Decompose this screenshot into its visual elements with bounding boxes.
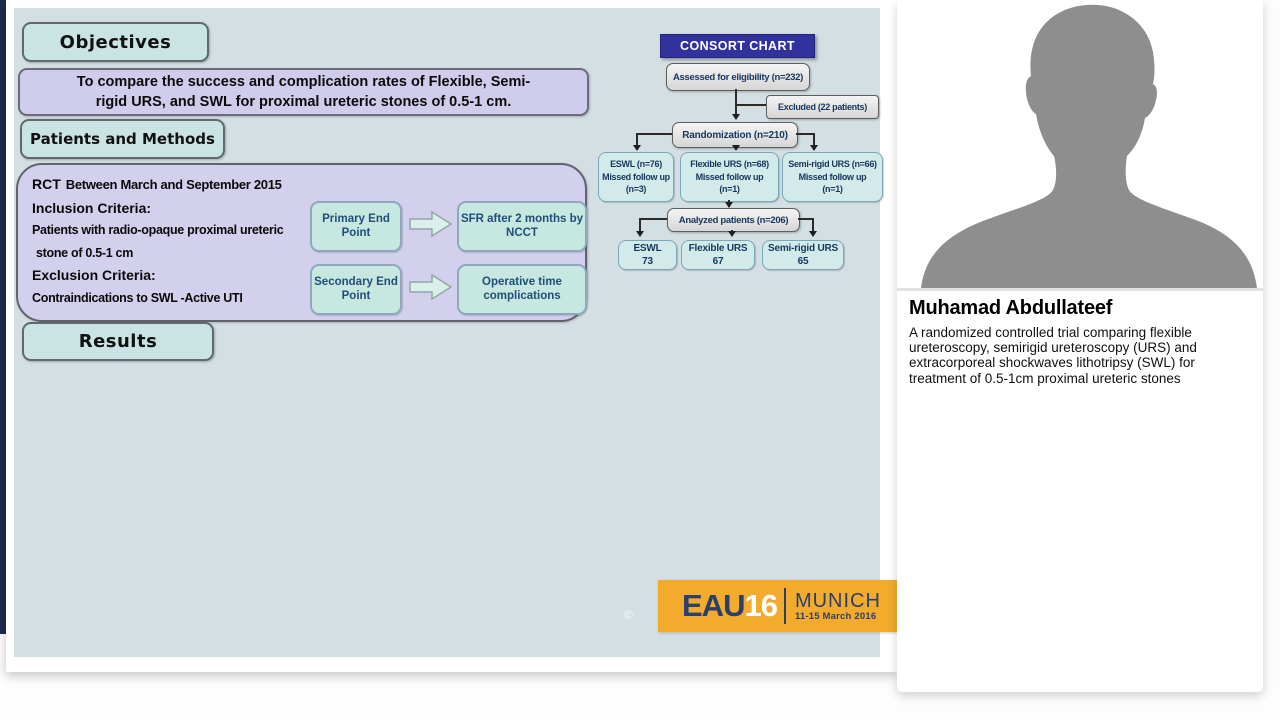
person-silhouette-icon (921, 4, 1257, 288)
consort-arm-flexible-urs: Flexible URS (n=68) Missed follow up (n=… (680, 152, 779, 202)
rct-line: RCT Between March and September 2015 (32, 173, 283, 197)
flow-connector (640, 218, 667, 220)
block-arrow-icon (409, 274, 452, 300)
secondary-endpoint-box: Secondary End Point (310, 264, 402, 315)
eau-dates-text: 11-15 March 2016 (794, 610, 877, 622)
left-accent-strip (0, 0, 6, 634)
logo-city-block: MUNICH 11-15 March 2016 (795, 591, 881, 622)
rct-text: Between March and September 2015 (65, 177, 282, 192)
secondary-outcome-box: Operative time complications (457, 264, 587, 315)
flow-connector (637, 133, 672, 135)
patients-methods-label: Patients and Methods (30, 130, 215, 148)
final-eswl-box: ESWL 73 (618, 240, 677, 270)
primary-outcome-box: SFR after 2 months by NCCT (457, 201, 587, 252)
flow-connector (813, 133, 815, 147)
speaker-avatar (897, 0, 1263, 291)
objectives-header: Objectives (22, 22, 209, 62)
arm-line: (n=1) (719, 184, 740, 195)
flow-connector (796, 133, 814, 135)
final-semirigid-urs-box: Semi-rigid URS 65 (762, 240, 844, 270)
secondary-outcome-label: Operative time complications (482, 276, 562, 302)
final-name: ESWL (633, 243, 662, 254)
flow-connector (639, 218, 641, 233)
arm-line: (n=3) (625, 184, 647, 195)
copyright-watermark: © (624, 608, 633, 622)
eau-brand-text: EAU (682, 588, 745, 623)
flow-connector (812, 218, 814, 233)
logo-divider (783, 588, 786, 624)
consort-chart-title: CONSORT CHART (660, 34, 815, 58)
eau-year-text: 16 (744, 588, 777, 623)
eau-city-text: MUNICH (794, 589, 881, 612)
speaker-name: Muhamad Abdullateef (909, 297, 1113, 319)
assessed-label: Assessed for eligibility (n=232) (672, 71, 804, 83)
flow-connector (636, 133, 638, 147)
flow-connector (737, 104, 766, 106)
primary-endpoint-box: Primary End Point (310, 201, 402, 252)
final-flexible-urs-box: Flexible URS 67 (681, 240, 755, 270)
consort-arm-semirigid-urs: Semi-rigid URS (n=66) Missed follow up (… (782, 152, 883, 202)
arm-line: Missed follow up (798, 171, 867, 182)
flow-connector (735, 89, 737, 116)
arm-line: Missed follow up (602, 171, 670, 182)
slide-viewer: Objectives To compare the success and co… (6, 0, 907, 672)
rct-label: RCT (32, 176, 61, 192)
results-label: Results (78, 331, 158, 352)
objective-line1: To compare the success and complication … (76, 74, 531, 90)
flow-arrow (636, 231, 644, 237)
final-count: 73 (642, 256, 653, 267)
exclusion-label: Exclusion Criteria: (32, 267, 156, 284)
final-name: Semi-rigid URS (768, 243, 838, 254)
consort-arm-eswl: ESWL (n=76) Missed follow up (n=3) (598, 152, 674, 202)
consort-excluded-box: Excluded (22 patients) (766, 95, 879, 119)
results-header: Results (22, 322, 214, 361)
block-arrow-icon (409, 211, 452, 237)
methods-text: RCT Between March and September 2015 Incl… (32, 173, 284, 310)
inclusion-line1: Patients with radio-opaque proximal uret… (32, 223, 284, 238)
patients-methods-header: Patients and Methods (20, 119, 225, 159)
final-count: 67 (712, 256, 724, 267)
objective-line2: rigid URS, and SWL for proximal ureteric… (95, 94, 512, 110)
consort-title-label: CONSORT CHART (680, 39, 795, 53)
arm-line: Flexible URS (n=68) (690, 159, 769, 170)
arm-line: (n=1) (822, 184, 843, 195)
inclusion-label: Inclusion Criteria: (32, 199, 152, 216)
speaker-description: A randomized controlled trial comparing … (909, 325, 1197, 386)
flow-arrow (732, 145, 740, 151)
objective-statement: To compare the success and complication … (18, 68, 589, 116)
flow-arrow (809, 231, 817, 237)
flow-arrow (810, 145, 818, 151)
flow-connector (798, 218, 814, 220)
flow-arrow (728, 231, 736, 237)
final-name: Flexible URS (688, 243, 748, 254)
primary-endpoint-label: Primary End Point (322, 213, 390, 239)
flow-arrow (725, 202, 733, 208)
analyzed-label: Analyzed patients (n=206) (678, 214, 789, 226)
arm-line: Missed follow up (695, 171, 764, 182)
objectives-label: Objectives (59, 31, 172, 53)
methods-panel: RCT Between March and September 2015 Incl… (16, 163, 587, 322)
exclusion-text: Contraindications to SWL -Active UTI (32, 290, 243, 305)
arm-line: Semi-rigid URS (n=66) (788, 159, 877, 170)
secondary-endpoint-label: Secondary End Point (314, 276, 398, 302)
randomization-label: Randomization (n=210) (682, 129, 788, 141)
arm-line: ESWL (n=76) (610, 159, 662, 170)
flow-arrow (732, 114, 740, 120)
primary-outcome-label: SFR after 2 months by NCCT (460, 213, 584, 239)
consort-analyzed-box: Analyzed patients (n=206) (667, 208, 800, 232)
presentation-slide: Objectives To compare the success and co… (14, 8, 907, 657)
excluded-label: Excluded (22 patients) (778, 102, 867, 112)
final-count: 65 (797, 256, 809, 267)
speaker-panel: Muhamad Abdullateef A randomized control… (897, 0, 1263, 692)
inclusion-line2: stone of 0.5-1 cm (36, 245, 134, 260)
eau16-logo: EAU 16 MUNICH 11-15 March 2016 (658, 580, 907, 632)
consort-assessed-box: Assessed for eligibility (n=232) (666, 63, 810, 91)
flow-arrow (633, 145, 641, 151)
